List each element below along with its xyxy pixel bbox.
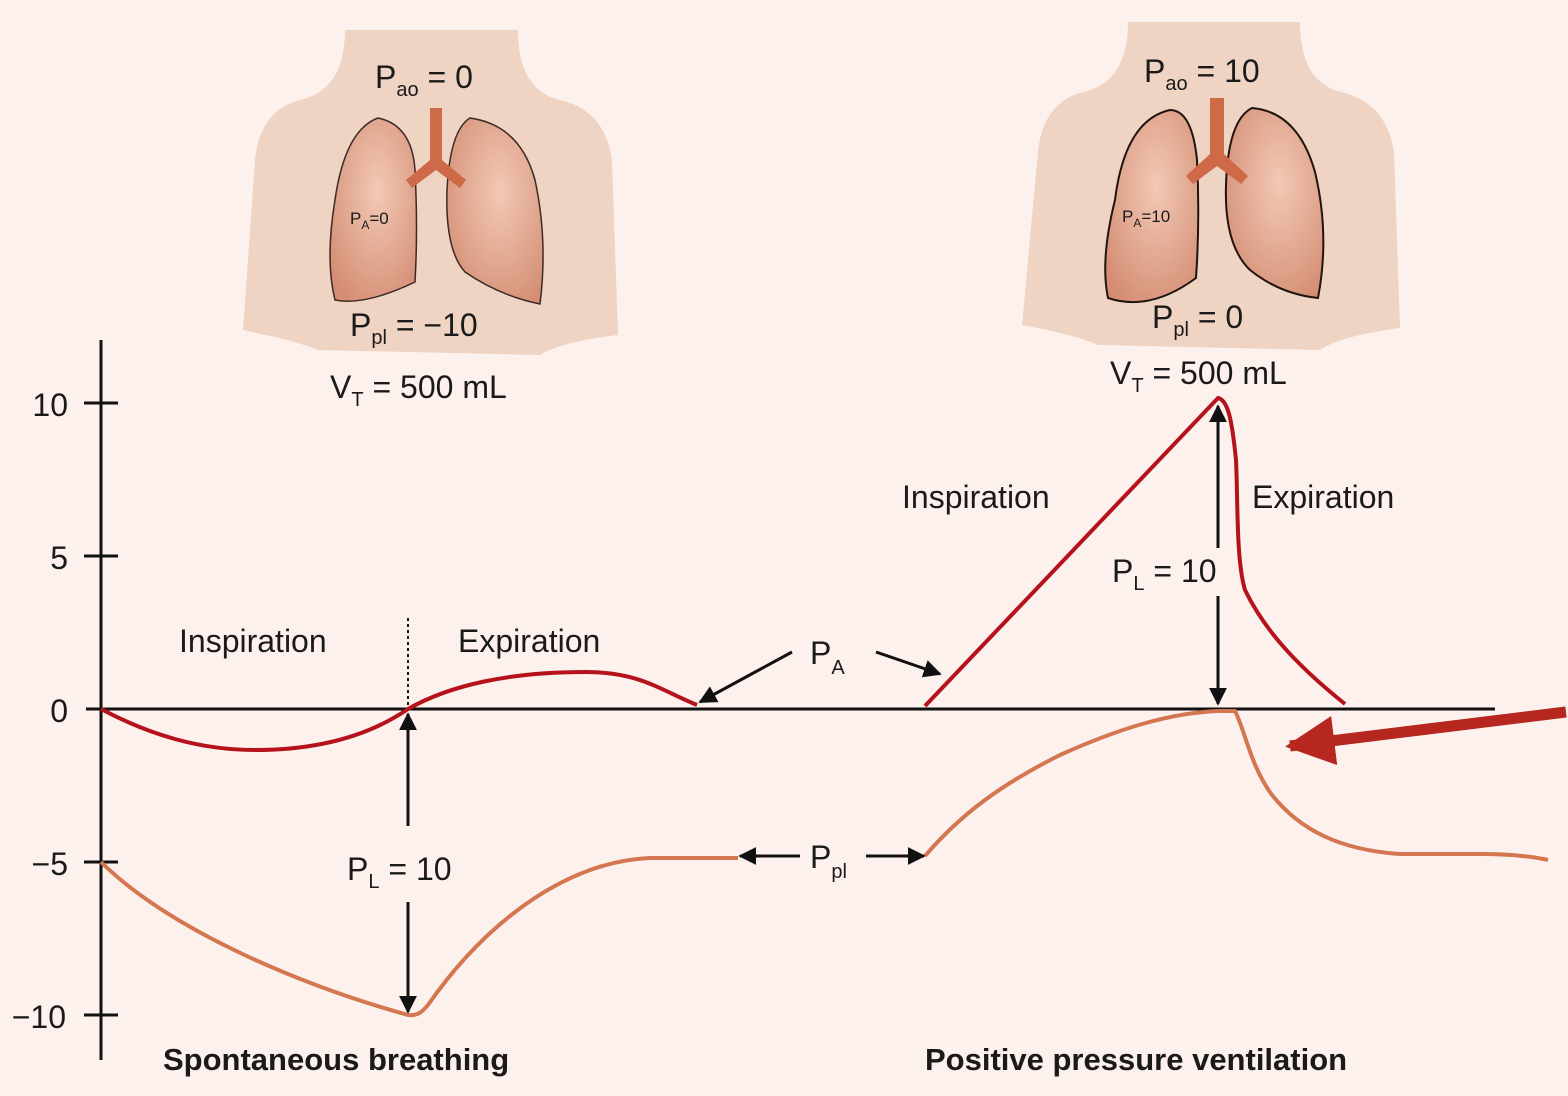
alveolar-pressure-curve-spontaneous (100, 669, 698, 753)
pa-label-ppv: PA=10 (1122, 207, 1170, 230)
pa-arrow-left (698, 650, 793, 704)
pa-arrow-right (875, 650, 942, 678)
tick-label-5: 5 (50, 540, 68, 576)
highlight-pointer-arrow (1285, 706, 1567, 766)
annotations-ppv: Inspiration Expiration PL = 10 Positive … (902, 404, 1567, 1077)
pleural-pressure-curve-spontaneous (99, 856, 738, 1018)
pl-label-backdrop (1106, 548, 1226, 594)
vt-label-spontaneous: VT = 500 mL (330, 369, 507, 411)
pleural-pressure-curve-ppv (923, 709, 1549, 862)
airway-trachea (1186, 98, 1248, 184)
ppl-label-ppv: Ppl = 0 (1152, 299, 1243, 341)
annotations-middle: PA Ppl (698, 635, 942, 883)
right-lung (1224, 106, 1325, 300)
alveolar-pressure-curve-ppv (923, 395, 1347, 708)
tick-label-minus-10: −10 (12, 999, 66, 1035)
tick-label-10: 10 (32, 387, 68, 423)
inspiration-label-spontaneous: Inspiration (179, 623, 327, 659)
pao-label-spontaneous: Pao = 0 (375, 59, 473, 101)
pao-label-ppv: Pao = 10 (1144, 53, 1260, 95)
left-lung (329, 117, 418, 302)
caption-ppv: Positive pressure ventilation (925, 1042, 1347, 1077)
pl-label-spontaneous: PL = 10 (347, 851, 452, 893)
torso-spontaneous: Pao = 0 PA=0 Ppl = −10 VT = 500 mL (243, 30, 618, 411)
tick-label-minus-5: −5 (32, 846, 68, 882)
pa-middle-label: PA (810, 635, 845, 679)
vt-label-ppv: VT = 500 mL (1110, 355, 1287, 397)
expiration-label-ppv: Expiration (1252, 479, 1394, 515)
expiration-label-spontaneous: Expiration (458, 623, 600, 659)
airway-trachea (406, 108, 466, 188)
annotations-spontaneous: Inspiration Expiration PL = 10 Spontaneo… (163, 618, 600, 1077)
pressure-axis: 10 5 0 −10 −5 (12, 340, 1495, 1060)
right-lung (446, 117, 544, 305)
torso-ppv: Pao = 10 PA=10 Ppl = 0 VT = 500 mL (1022, 22, 1400, 397)
ppl-label-spontaneous: Ppl = −10 (350, 307, 478, 349)
pa-label-spontaneous: PA=0 (350, 209, 389, 232)
left-lung (1104, 108, 1200, 304)
pl-label-ppv: PL = 10 (1112, 553, 1217, 595)
inspiration-label-ppv: Inspiration (902, 479, 1050, 515)
tick-label-0: 0 (50, 693, 68, 729)
caption-spontaneous: Spontaneous breathing (163, 1042, 509, 1077)
ppl-middle-label: Ppl (810, 839, 847, 883)
